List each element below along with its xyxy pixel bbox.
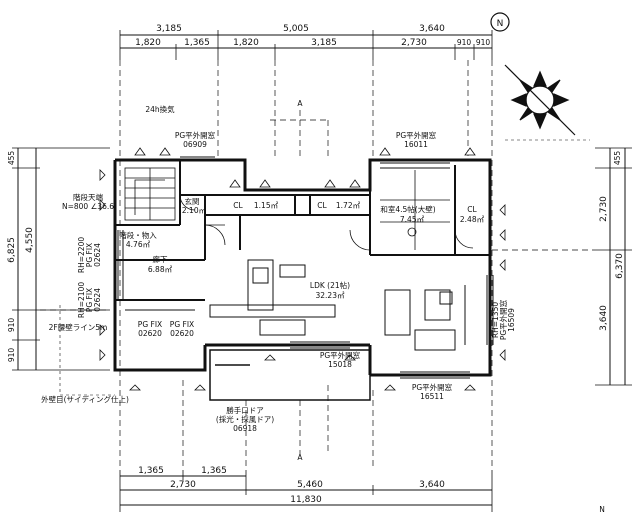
door-back-sub: (採光・採風ドア) [216,414,274,424]
note-sill-a: RH=2200 [77,237,86,273]
note-exterior-wall: 外壁目(サイディング仕上) [41,394,129,404]
dim-top-sub-3: 1,820 [233,38,259,48]
dim-right-4: 3,640 [599,305,609,331]
dim-bottom-total: 11,830 [290,495,322,505]
room-entrance: 玄関 [185,196,200,206]
window-top-right-code: 16011 [404,140,428,149]
dim-top-total-1: 3,185 [156,24,182,34]
window-fix-1: PG FIX [138,320,162,329]
dim-top-sub-1: 1,820 [135,38,161,48]
window-left-b: PG FIX [85,288,94,312]
dim-top-sub-4: 3,185 [311,38,337,48]
window-right-bottom-code: 16511 [420,392,444,401]
room-cl2: CL [317,201,327,210]
dim-left-5: 910 [7,348,16,363]
door-back-code: 06918 [233,424,257,433]
room-washitsu: 和室4.5帖(大壁) [380,204,435,214]
dim-top-sub-5: 2,730 [401,38,427,48]
window-left-a-code: 02624 [93,243,102,267]
dim-bottom-mid-3: 3,640 [419,480,445,490]
dim-top-sub-2: 1,365 [184,38,210,48]
dim-left-1: 455 [7,151,16,166]
grid-mark-bottom: A [297,453,303,462]
dim-right-3: 6,370 [615,253,625,279]
grid-mark-top: A [297,99,303,108]
note-stair-spec: 階段天端 [73,192,103,202]
note-siding-line: 2F腰壁ライン5m [49,322,108,332]
room-cl1-area: 1.15㎡ [254,201,279,210]
note-vent: 24h換気 [145,104,175,114]
window-fix-2-code: 02620 [170,329,194,338]
window-right-side: PG平外開窓 [498,299,508,340]
room-cl2-area: 1.72㎡ [336,201,361,210]
window-top-right: PG平外開窓 [396,130,437,140]
window-right-side-code: 16509 [507,308,516,332]
dim-top-sub-6: 910 [457,38,472,47]
dim-left-3: 6,825 [7,237,17,263]
dim-right-2: 2,730 [599,196,609,222]
dim-bottom-sub-2: 1,365 [201,466,227,476]
dim-left-2: 4,550 [25,227,35,253]
window-left-b-code: 02624 [93,288,102,312]
compass-icon [490,12,576,136]
room-cl1: CL [233,201,243,210]
door-back: 勝手口ドア [226,405,264,415]
note-sill-c: RH=1350 [491,302,500,338]
dim-top-total-3: 3,640 [419,24,445,34]
room-stair-area: 4.76㎡ [126,240,151,249]
window-right-bottom: PG平外開窓 [412,382,453,392]
room-entrance-area: 2.10㎡ [182,206,207,215]
note-sill-b: RH=2100 [77,282,86,318]
dim-top-sub-7: 910 [476,38,491,47]
room-ldk-area: 32.23㎡ [316,291,345,300]
window-top-left-code: 06909 [183,140,207,149]
dim-left-4: 910 [7,318,16,333]
compass-label: N [497,19,504,29]
dim-top-total-2: 5,005 [283,24,309,34]
dim-bottom-mid-1: 2,730 [170,480,196,490]
note-stair-spec2: N=800 ∠36.6 [62,202,114,211]
window-mid-bottom-code: 15018 [328,360,352,369]
plan-mark: N [599,505,605,514]
room-hall: 廊下 [153,254,168,264]
room-ldk: LDK (21帖) [310,280,350,290]
room-cl3: CL [467,205,477,214]
window-left-a: PG FIX [85,243,94,267]
window-mid-bottom: PG平外開窓 [320,350,361,360]
room-stair-hall: 階段・物入 [119,230,157,240]
window-top-left: PG平外開窓 [175,130,216,140]
dim-bottom-sub-1: 1,365 [138,466,164,476]
room-cl3-area: 2.48㎡ [460,215,485,224]
dim-right-1: 455 [613,151,622,166]
dim-bottom-mid-2: 5,460 [297,480,323,490]
room-hall-area: 6.88㎡ [148,265,173,274]
room-washitsu-area: 7.45㎡ [400,215,425,224]
window-fix-1-code: 02620 [138,329,162,338]
window-fix-2: PG FIX [170,320,194,329]
